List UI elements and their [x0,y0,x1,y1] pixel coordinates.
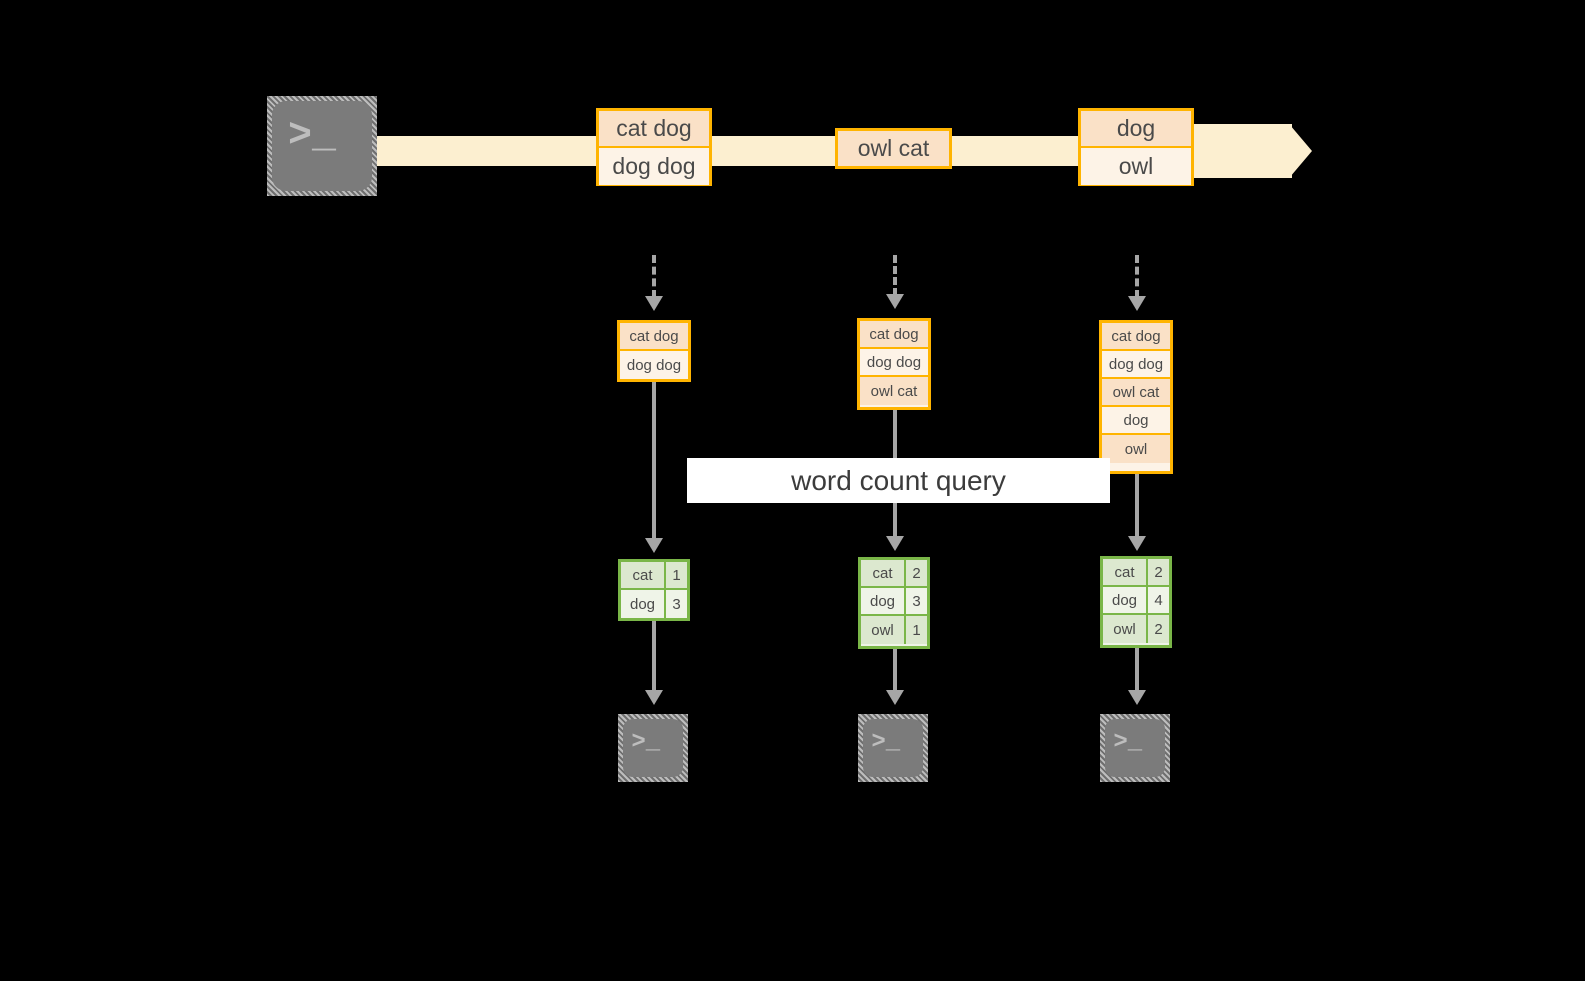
snapshot-input-line: cat dog [620,323,688,351]
stream-event-line: owl [1081,148,1191,185]
table-row: owl 2 [1103,615,1169,643]
stream-event-line: dog [1081,111,1191,148]
snapshot-1-input-table[interactable]: cat dog dog dog [617,320,691,382]
terminal-prompt-glyph: >_ [631,728,661,756]
stream-event-line: owl cat [838,131,949,166]
terminal-body: >_ [272,101,372,191]
result-count: 2 [1148,615,1169,643]
snapshot-1-sink-terminal-icon[interactable]: >_ [618,714,688,782]
table-row: cat 2 [1103,559,1169,587]
stream-event-line: cat dog [599,111,709,148]
snapshot-input-line: cat dog [860,321,928,349]
snapshot-1-dashed-connector [652,255,656,298]
snapshot-input-line: dog dog [1102,351,1170,379]
snapshot-input-line: owl cat [860,377,928,405]
result-word: dog [1103,587,1148,613]
result-word: owl [861,616,906,644]
snapshot-2-sink-arrowhead [886,690,904,705]
stream-arrow-shaft-wide [1190,124,1292,178]
snapshot-input-line: cat dog [1102,323,1170,351]
terminal-body: >_ [623,719,683,777]
stream-event-2[interactable]: owl cat [835,128,952,169]
snapshot-input-line: dog dog [860,349,928,377]
snapshot-3-sink-arrowhead [1128,690,1146,705]
result-word: cat [621,562,666,588]
snapshot-3-input-table[interactable]: cat dog dog dog owl cat dog owl [1099,320,1173,474]
snapshot-2-result-table[interactable]: cat 2 dog 3 owl 1 [858,557,930,649]
snapshot-1-query-connector [652,382,656,540]
snapshot-3-dashed-connector [1135,255,1139,298]
result-word: owl [1103,615,1148,643]
result-word: dog [861,588,906,614]
table-row: dog 4 [1103,587,1169,615]
stream-event-line: dog dog [599,148,709,185]
result-count: 1 [906,616,927,644]
result-count: 1 [666,562,687,588]
snapshot-input-line: dog dog [620,351,688,379]
snapshot-3-sink-terminal-icon[interactable]: >_ [1100,714,1170,782]
table-row: dog 3 [621,590,687,618]
result-count: 2 [906,560,927,586]
snapshot-3-dashed-arrowhead [1128,296,1146,311]
table-row: cat 2 [861,560,927,588]
snapshot-3-query-connector [1135,474,1139,538]
snapshot-input-line: owl cat [1102,379,1170,407]
snapshot-1-query-arrowhead [645,538,663,553]
terminal-prompt-glyph: >_ [871,728,901,756]
snapshot-2-sink-terminal-icon[interactable]: >_ [858,714,928,782]
terminal-body: >_ [863,719,923,777]
result-count: 2 [1148,559,1169,585]
table-row: dog 3 [861,588,927,616]
snapshot-3-query-arrowhead [1128,536,1146,551]
stream-arrow-head [1290,125,1312,177]
snapshot-input-line: dog [1102,407,1170,435]
snapshot-2-query-arrowhead [886,536,904,551]
snapshot-2-sink-connector [893,649,897,693]
snapshot-2-dashed-connector [893,255,897,296]
snapshot-1-sink-connector [652,621,656,693]
result-count: 4 [1148,587,1169,613]
query-banner: word count query [687,458,1110,503]
snapshot-input-line: owl [1102,435,1170,463]
snapshot-2-dashed-arrowhead [886,294,904,309]
snapshot-3-sink-connector [1135,648,1139,693]
result-count: 3 [906,588,927,614]
result-count: 3 [666,590,687,618]
stream-event-1[interactable]: cat dog dog dog [596,108,712,186]
terminal-body: >_ [1105,719,1165,777]
result-word: dog [621,590,666,618]
snapshot-3-result-table[interactable]: cat 2 dog 4 owl 2 [1100,556,1172,648]
result-word: cat [861,560,906,586]
snapshot-1-dashed-arrowhead [645,296,663,311]
terminal-prompt-glyph: >_ [1113,728,1143,756]
table-row: cat 1 [621,562,687,590]
result-word: cat [1103,559,1148,585]
terminal-prompt-glyph: >_ [288,114,337,160]
source-terminal-icon[interactable]: >_ [267,96,377,196]
snapshot-2-input-table[interactable]: cat dog dog dog owl cat [857,318,931,410]
snapshot-1-sink-arrowhead [645,690,663,705]
snapshot-1-result-table[interactable]: cat 1 dog 3 [618,559,690,621]
table-row: owl 1 [861,616,927,644]
stream-event-3[interactable]: dog owl [1078,108,1194,186]
